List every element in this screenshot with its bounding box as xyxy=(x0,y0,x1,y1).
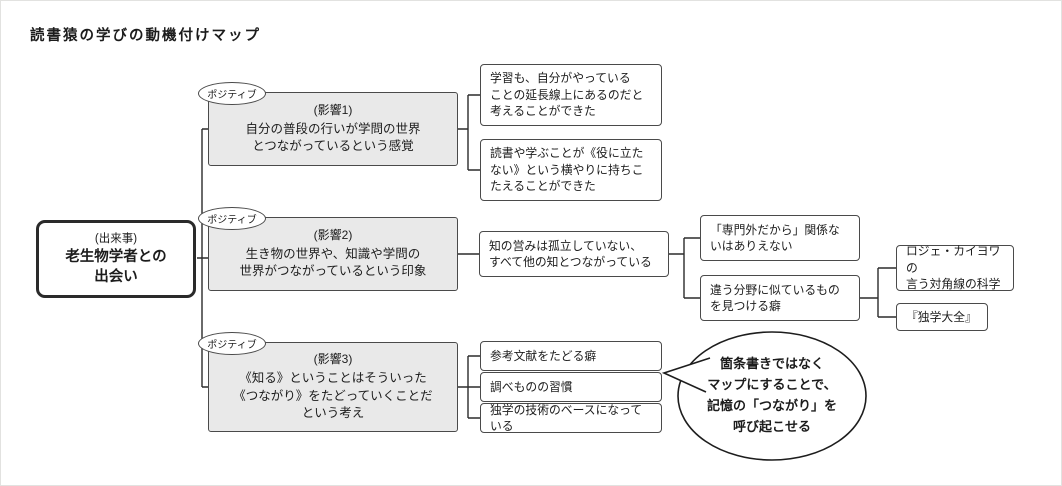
speech-bubble-text: 箇条書きではなく マップにすることで、 記憶の「つながり」を 呼び起こせる xyxy=(706,356,837,434)
child-node-text: 読書や学ぶことが《役に立た ない》という横やりに持ちこ たえることができた xyxy=(490,146,644,194)
child-node-research-habit: 調べものの習慣 xyxy=(480,372,662,402)
root-label: 老生物学者との 出会い xyxy=(65,249,167,285)
positive-badge-1: ポジティブ xyxy=(198,82,266,105)
influence-node-1: (影響1) 自分の普段の行いが学問の世界 とつながっているという感覚 xyxy=(208,92,458,166)
speech-bubble xyxy=(661,331,867,461)
child-node-text: 「専門外だから」関係な いはありえない xyxy=(710,222,840,254)
root-tag: (出来事) xyxy=(94,233,138,246)
diagram-title: 読書猿の学びの動機付けマップ xyxy=(30,28,261,44)
influence-node-3: (影響3) 《知る》ということはそういった 《つながり》をたどっていくことだ と… xyxy=(208,342,458,432)
child-node-text: 『独学大全』 xyxy=(906,309,977,324)
influence-2-text: 生き物の世界や、知識や学問の 世界がつながっているという印象 xyxy=(239,246,427,279)
influence-node-2: (影響2) 生き物の世界や、知識や学問の 世界がつながっているという印象 xyxy=(208,217,458,291)
child-node-trace-references: 参考文献をたどる癖 xyxy=(480,341,662,371)
positive-badge-3: ポジティブ xyxy=(198,332,266,355)
child-node-text: 学習も、自分がやっている ことの延長線上にあるのだと 考えることができた xyxy=(490,71,644,119)
child-node-self-study-base: 独学の技術のベースになっている xyxy=(480,403,662,433)
child-node-text: 独学の技術のベースになっている xyxy=(490,402,643,434)
influence-2-tag: (影響2) xyxy=(313,228,353,243)
child-node-dokugaku-taizen: 『独学大全』 xyxy=(896,303,988,331)
child-node-text: 参考文献をたどる癖 xyxy=(490,348,597,363)
child-node-find-similarities: 違う分野に似ているもの を見つける癖 xyxy=(700,275,860,321)
influence-1-text: 自分の普段の行いが学問の世界 とつながっているという感覚 xyxy=(245,121,421,154)
child-node-knowledge-connected: 知の営みは孤立していない、 すべて他の知とつながっている xyxy=(479,231,669,277)
child-node-text: ロジェ・カイヨワの 言う対角線の科学 xyxy=(906,244,1001,292)
root-node: (出来事) 老生物学者との 出会い xyxy=(36,220,196,298)
child-node-withstand-criticism: 読書や学ぶことが《役に立た ない》という横やりに持ちこ たえることができた xyxy=(480,139,662,201)
influence-3-tag: (影響3) xyxy=(313,352,353,367)
child-node-text: 知の営みは孤立していない、 すべて他の知とつながっている xyxy=(489,238,652,270)
child-node-text: 調べものの習慣 xyxy=(490,379,573,394)
influence-1-tag: (影響1) xyxy=(313,103,353,118)
child-node-text: 違う分野に似ているもの を見つける癖 xyxy=(710,282,840,314)
child-node-learning-extension: 学習も、自分がやっている ことの延長線上にあるのだと 考えることができた xyxy=(480,64,662,126)
child-node-no-outside-field: 「専門外だから」関係な いはありえない xyxy=(700,215,860,261)
positive-badge-2: ポジティブ xyxy=(198,207,266,230)
child-node-caillois-diagonal-science: ロジェ・カイヨワの 言う対角線の科学 xyxy=(896,244,1014,292)
influence-3-text: 《知る》ということはそういった 《つながり》をたどっていくことだ という考え xyxy=(233,371,433,421)
